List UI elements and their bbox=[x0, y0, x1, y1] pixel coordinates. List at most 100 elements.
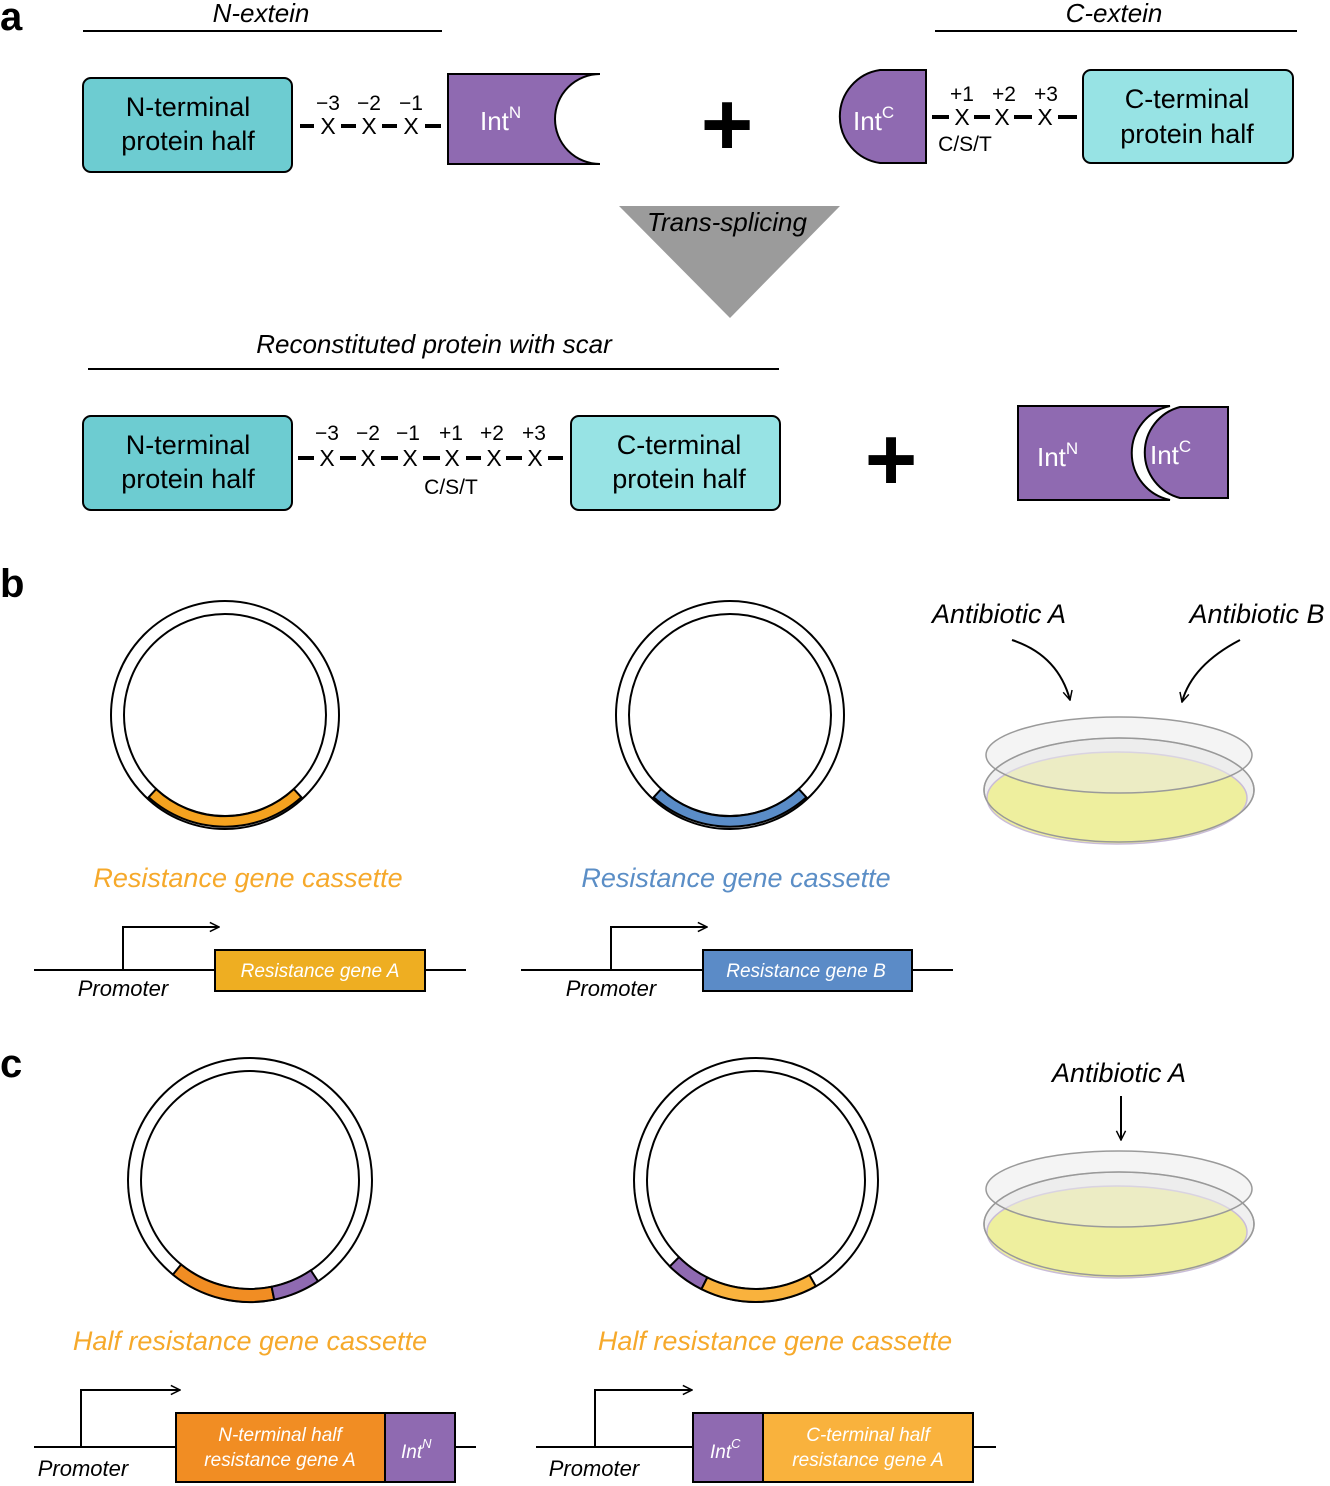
residue-x: X bbox=[361, 113, 376, 139]
c-terminal-half-box: C-terminal protein half bbox=[1082, 69, 1294, 164]
antibiotic-b-label: Antibiotic B bbox=[1187, 599, 1324, 629]
residue-x: X bbox=[403, 113, 418, 139]
promoter-label: Promoter bbox=[549, 1456, 641, 1481]
plasmid-blue bbox=[615, 600, 845, 830]
antibiotic-b-arrow bbox=[1182, 639, 1241, 702]
position-label: +2 bbox=[480, 422, 504, 445]
cst-label: C/S/T bbox=[938, 133, 992, 156]
int-n-sup: N bbox=[509, 103, 521, 122]
n-half-gene-line1: N-terminal half bbox=[218, 1425, 343, 1446]
residue-x: X bbox=[994, 104, 1009, 130]
residue-x: X bbox=[527, 445, 542, 471]
gene-construct-b: Resistance gene B Promoter bbox=[521, 927, 953, 1001]
promoter-arrow bbox=[122, 927, 219, 970]
promoter-label: Promoter bbox=[78, 976, 170, 1001]
petri-dish-b bbox=[983, 716, 1255, 845]
blue-cassette-arc bbox=[652, 787, 808, 828]
position-label: +3 bbox=[1034, 83, 1058, 106]
orange-cassette-arc bbox=[147, 787, 303, 828]
antibiotic-a-arrow bbox=[1011, 639, 1070, 700]
residue-x: X bbox=[444, 445, 459, 471]
panel-b-letter: b bbox=[0, 562, 24, 606]
n-extein-label: N-extein bbox=[213, 0, 310, 28]
n-half-line1: N-terminal bbox=[126, 430, 251, 460]
panel-a-letter: a bbox=[0, 0, 23, 39]
gene-construct-a: Resistance gene A Promoter bbox=[34, 927, 466, 1001]
int-n-base: Int bbox=[1037, 442, 1067, 472]
n-half-gene-line2: resistance gene A bbox=[204, 1450, 355, 1471]
int-c-base: Int bbox=[853, 106, 883, 136]
n-half-line1: N-terminal bbox=[126, 92, 251, 122]
svg-text:IntC: IntC bbox=[710, 1436, 741, 1463]
n-half-line2: protein half bbox=[121, 464, 255, 494]
position-label: −3 bbox=[316, 92, 340, 115]
gene-construct-c-half: IntC C-terminal half resistance gene A P… bbox=[536, 1390, 996, 1483]
gene-construct-n-half: N-terminal half resistance gene A IntN P… bbox=[34, 1390, 476, 1483]
n-extein-chain: X X X −3 −2 −1 bbox=[300, 92, 441, 139]
residue-x: X bbox=[486, 445, 501, 471]
trans-splicing-label: Trans-splicing bbox=[647, 207, 807, 237]
position-label: −2 bbox=[356, 422, 380, 445]
residue-x: X bbox=[402, 445, 417, 471]
int-n-base: Int bbox=[480, 106, 510, 136]
scar-chain: X X X X X X −3 −2 −1 +1 +2 +3 C/S/T bbox=[298, 422, 563, 499]
reconstituted-n-terminal-box: N-terminal protein half bbox=[82, 415, 293, 511]
position-label: −1 bbox=[396, 422, 420, 445]
int-n-sup: N bbox=[422, 1436, 432, 1451]
half-cassette-title-c: Half resistance gene cassette bbox=[598, 1326, 952, 1356]
c-half-line2: protein half bbox=[1120, 119, 1254, 149]
promoter-label: Promoter bbox=[566, 976, 658, 1001]
position-label: +1 bbox=[950, 83, 974, 106]
gene-a-label: Resistance gene A bbox=[241, 961, 400, 982]
c-half-gene-line2: resistance gene A bbox=[792, 1450, 943, 1471]
position-label: −2 bbox=[357, 92, 381, 115]
int-c-sup: C bbox=[1179, 437, 1191, 456]
half-cassette-title-n: Half resistance gene cassette bbox=[73, 1326, 427, 1356]
residue-x: X bbox=[320, 113, 335, 139]
svg-text:IntN: IntN bbox=[1037, 439, 1078, 472]
c-half-gene-line1: C-terminal half bbox=[806, 1425, 931, 1446]
plus-sign: + bbox=[865, 410, 918, 510]
promoter-arrow bbox=[80, 1390, 180, 1447]
n-half-arc bbox=[171, 1263, 276, 1304]
position-label: +3 bbox=[522, 422, 546, 445]
cst-label: C/S/T bbox=[424, 476, 478, 499]
svg-text:IntN: IntN bbox=[480, 103, 521, 136]
int-n-arc bbox=[270, 1268, 320, 1301]
position-label: +1 bbox=[439, 422, 463, 445]
reconstituted-c-terminal-box: C-terminal protein half bbox=[570, 415, 781, 511]
svg-text:IntC: IntC bbox=[1150, 437, 1191, 470]
c-half-arc bbox=[700, 1273, 818, 1303]
svg-text:IntC: IntC bbox=[853, 103, 894, 136]
plasmid-orange bbox=[110, 600, 340, 830]
reconstituted-label: Reconstituted protein with scar bbox=[256, 329, 613, 359]
int-c-base: Int bbox=[710, 1442, 732, 1463]
position-label: −1 bbox=[399, 92, 423, 115]
c-extein-label: C-extein bbox=[1066, 0, 1163, 28]
int-n-sup: N bbox=[1066, 439, 1078, 458]
residue-x: X bbox=[954, 104, 969, 130]
gene-b-label: Resistance gene B bbox=[726, 961, 886, 982]
int-c-sup: C bbox=[882, 103, 894, 122]
plasmid-half-n bbox=[127, 1057, 373, 1304]
c-half-line1: C-terminal bbox=[1125, 84, 1250, 114]
plus-sign: + bbox=[701, 75, 754, 175]
int-n-shape: IntN bbox=[447, 73, 601, 165]
c-half-line1: C-terminal bbox=[617, 430, 742, 460]
promoter-arrow bbox=[610, 927, 707, 970]
petri-dish-c bbox=[983, 1150, 1255, 1279]
trans-splicing-arrow: Trans-splicing bbox=[619, 206, 840, 318]
int-c-base: Int bbox=[1150, 440, 1180, 470]
position-label: +2 bbox=[992, 83, 1016, 106]
c-half-line2: protein half bbox=[612, 464, 746, 494]
int-c-shape: IntC bbox=[838, 69, 927, 164]
int-c-arc bbox=[668, 1255, 709, 1291]
residue-x: X bbox=[319, 445, 334, 471]
plasmid-half-c bbox=[633, 1057, 879, 1303]
int-n-base: Int bbox=[401, 1442, 423, 1463]
n-terminal-half-box: N-terminal protein half bbox=[82, 77, 293, 173]
orange-cassette-title: Resistance gene cassette bbox=[93, 863, 402, 893]
promoter-label: Promoter bbox=[38, 1456, 130, 1481]
blue-cassette-title: Resistance gene cassette bbox=[581, 863, 890, 893]
